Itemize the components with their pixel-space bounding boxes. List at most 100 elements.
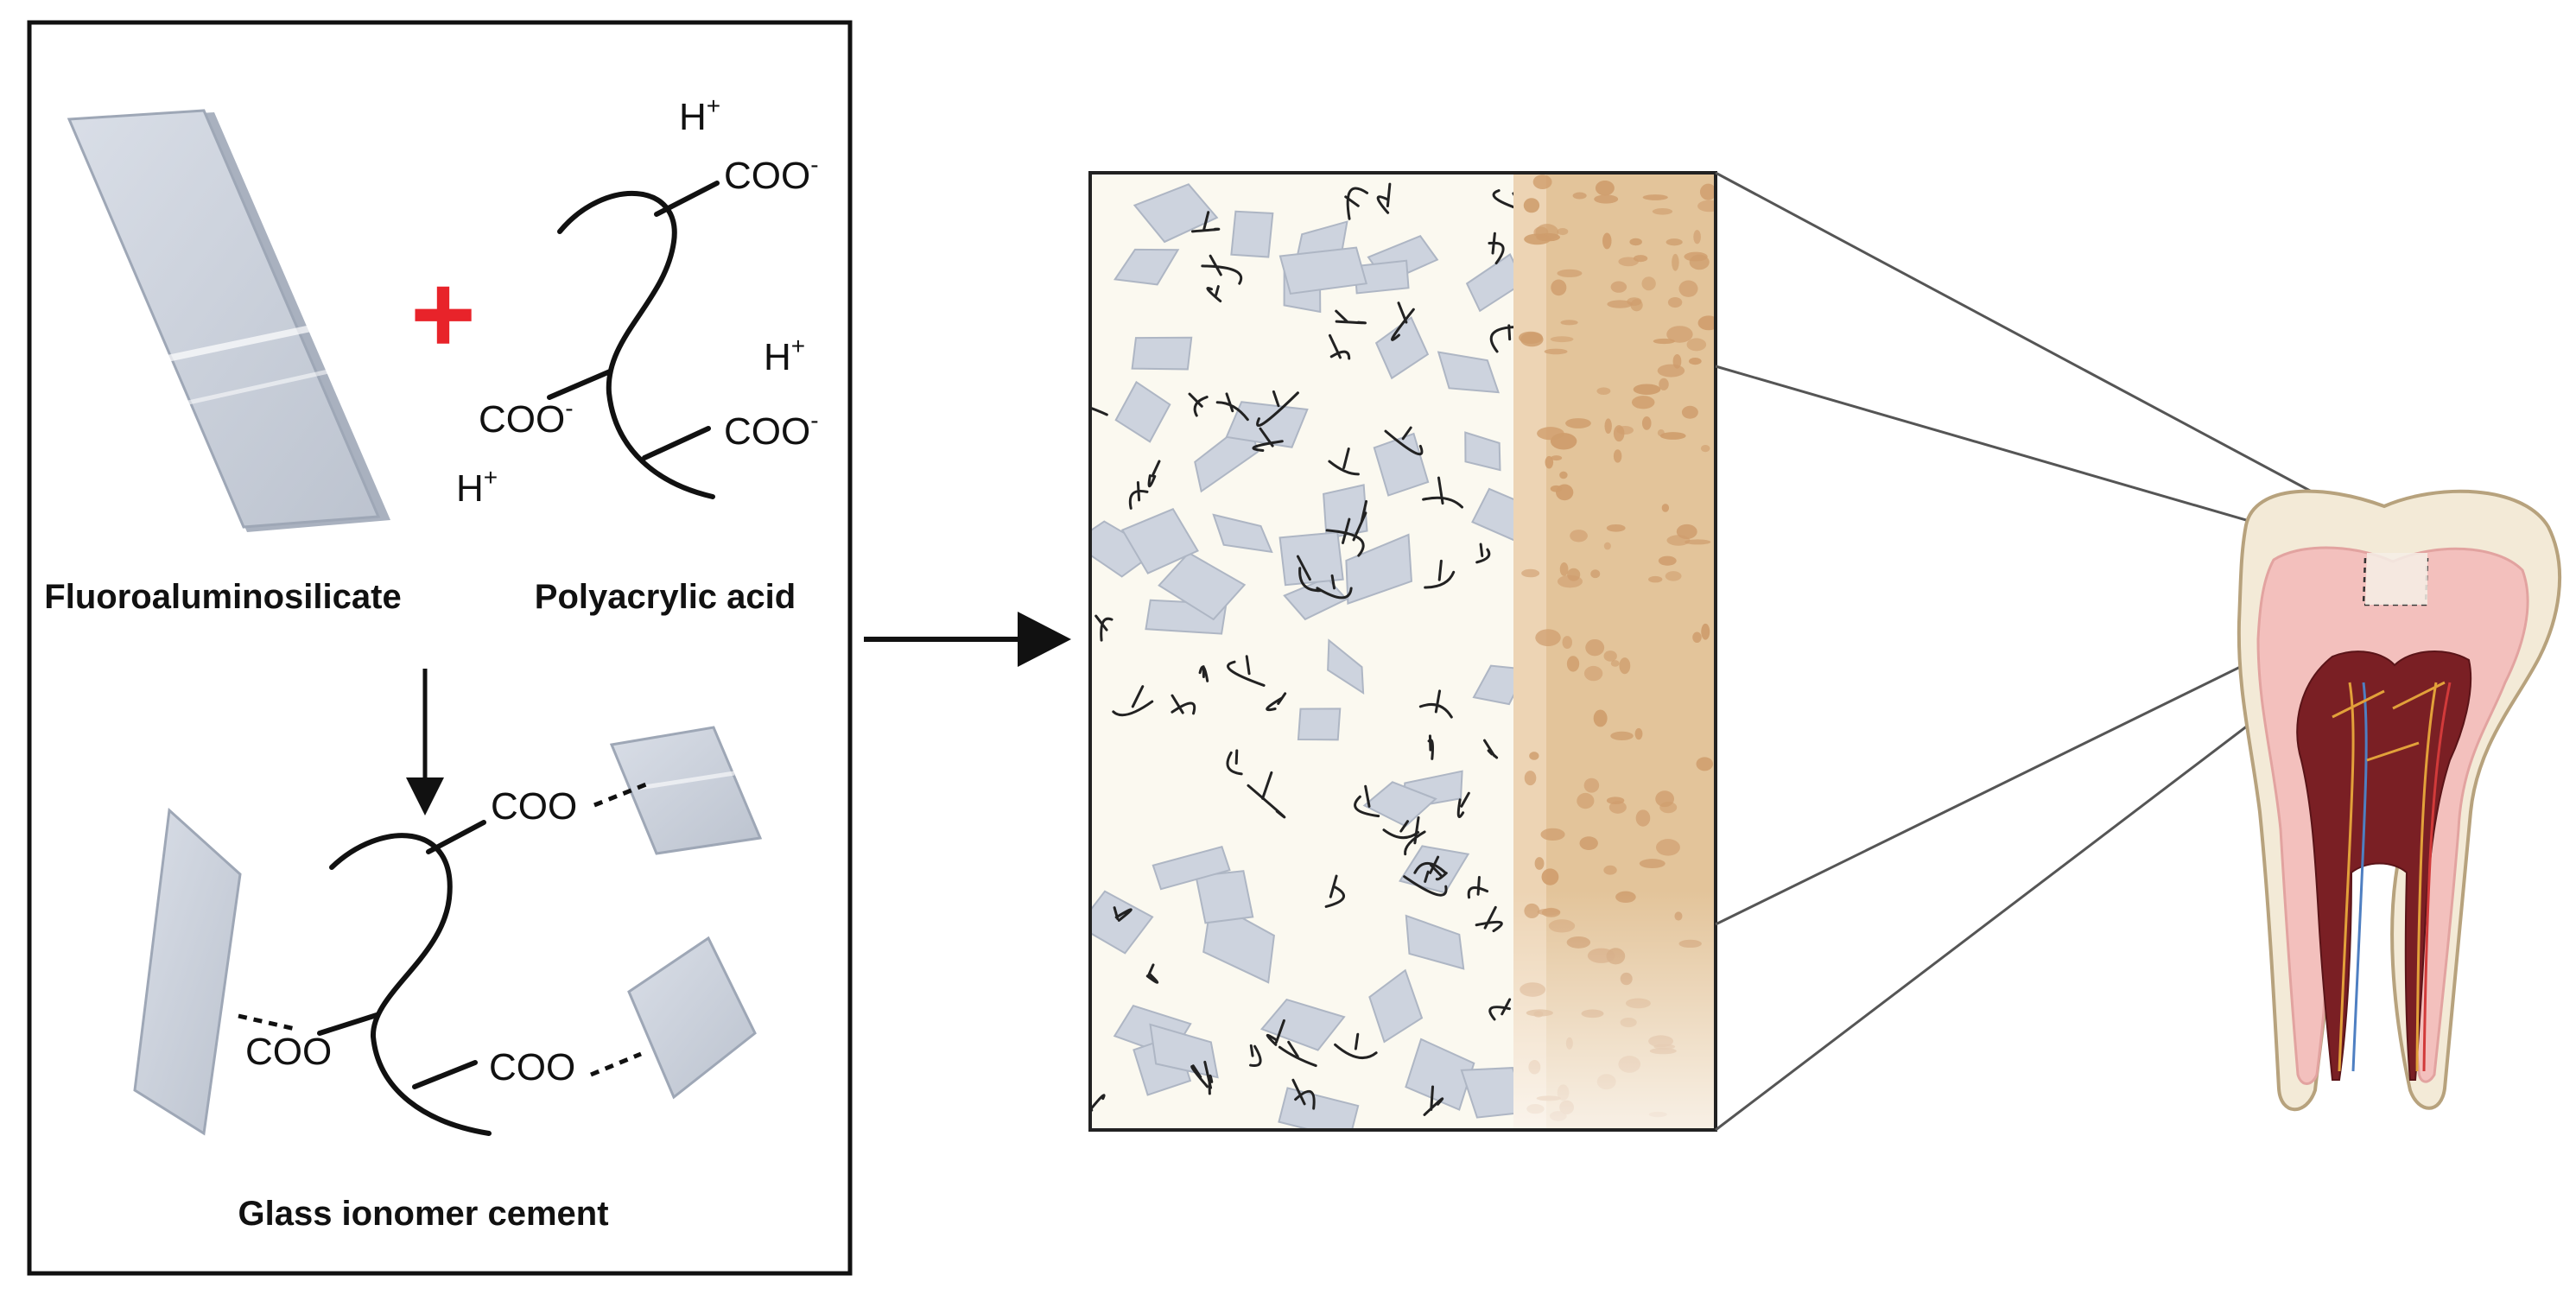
polymer-fragment	[1456, 791, 1470, 818]
glass-flake	[1114, 380, 1171, 443]
polymer-fragment	[1190, 1064, 1209, 1088]
h-plus-right: H+	[764, 333, 805, 378]
polymer-fragment	[1467, 875, 1489, 899]
polymer-fragment	[1391, 301, 1415, 341]
label-fluoroaluminosilicate: Fluoroaluminosilicate	[44, 578, 401, 616]
polymer-fragment	[1291, 1078, 1316, 1110]
plus-symbol: +	[410, 251, 476, 377]
polymer-fragment	[1376, 182, 1392, 214]
ionic-crosslinks	[238, 782, 647, 1077]
carboxylate-top: COO-	[724, 151, 819, 197]
polymer-fragment	[1147, 460, 1161, 488]
polymer-fragment	[1328, 333, 1351, 360]
polymer-fragment	[1475, 905, 1503, 933]
glass-flake	[1437, 351, 1500, 394]
polymer-chain-icon	[317, 820, 492, 1136]
polymer-fragment	[1266, 1019, 1285, 1046]
glass-flake	[1131, 336, 1193, 371]
carboxylate-bonded-top: COO	[491, 785, 577, 828]
polymer-fragment	[1090, 406, 1108, 416]
polymer-fragment	[1427, 734, 1434, 760]
carboxylate-bonded-left: COO	[245, 1031, 332, 1073]
polymer-fragment	[1483, 739, 1499, 759]
polymer-fragment	[1325, 517, 1365, 557]
glass-flake	[1283, 576, 1348, 621]
polymer-fragment	[1278, 1040, 1317, 1068]
glass-flake	[1373, 432, 1430, 497]
glass-flake	[1278, 1087, 1360, 1130]
glass-flake	[1345, 533, 1413, 605]
magnified-section-frame	[1088, 171, 1717, 1132]
polymer-fragment	[1423, 1085, 1444, 1116]
polymer-fragment	[1247, 771, 1286, 819]
polymer-fragment	[1112, 685, 1154, 717]
polymer-fragment	[1252, 427, 1284, 453]
polymer-fragment	[1215, 392, 1249, 422]
h-plus-top: H+	[679, 92, 720, 138]
polymer-fragment	[1335, 309, 1367, 325]
glass-flake	[1133, 183, 1219, 244]
tooth-structure-layer	[1513, 173, 1716, 1130]
polymer-fragment	[1190, 211, 1221, 233]
glass-flake	[1368, 968, 1424, 1044]
polymer-fragment	[1145, 963, 1159, 984]
blood-vessels	[2332, 681, 2452, 1072]
glass-flake	[1230, 210, 1274, 258]
label-polyacrylic-acid: Polyacrylic acid	[535, 578, 796, 616]
polymer-fragment	[1226, 749, 1243, 776]
polymer-fragment	[1227, 655, 1266, 687]
glass-flake	[1212, 513, 1273, 554]
carboxylate-right: COO-	[724, 407, 819, 453]
polymer-fragment	[1413, 855, 1447, 875]
magnified-section	[1088, 171, 1717, 1132]
polymer-fragment	[1475, 543, 1491, 564]
polymer-fragment	[1422, 476, 1463, 509]
arrow-down-icon	[406, 669, 444, 816]
polymer-fragment	[1113, 906, 1133, 922]
polymer-fragment	[1488, 998, 1512, 1021]
glass-particle-icon	[67, 109, 390, 532]
polymer-fragment	[1384, 426, 1424, 456]
glass-flake	[1120, 508, 1199, 574]
glass-flake	[1225, 401, 1309, 448]
glass-flake	[1113, 248, 1180, 286]
glass-flake	[1158, 551, 1247, 621]
carboxylate-left: COO-	[479, 395, 574, 441]
h-plus-left: H+	[456, 464, 498, 510]
polymer-fragment	[1488, 232, 1505, 265]
polymer-fragment	[1266, 692, 1287, 712]
glass-flake	[1149, 1023, 1219, 1079]
glass-flake	[1259, 998, 1346, 1051]
polymer-fragment	[1256, 390, 1299, 428]
polymer-fragment	[1206, 285, 1222, 303]
polymer-fragment	[1404, 816, 1426, 856]
polymer-fragment	[1424, 559, 1456, 589]
polymer-fragment	[1418, 689, 1453, 719]
arrow-right-icon	[864, 612, 1071, 667]
polymer-fragment	[1203, 1060, 1214, 1095]
polymer-fragment	[1128, 481, 1149, 510]
polymer-chain-icon	[547, 181, 720, 499]
carboxylate-bonded-right: COO	[489, 1046, 575, 1088]
glass-flake	[1278, 246, 1367, 295]
polymer-fragment	[1334, 1032, 1378, 1060]
polyacrylic-acid-groups: H+ COO- H+ COO- COO- H+	[456, 92, 819, 510]
polymer-fragment	[1249, 1044, 1262, 1068]
polymer-fragment	[1171, 694, 1196, 715]
glass-flake	[1195, 870, 1254, 924]
glass-particle-icon	[133, 807, 242, 1136]
glass-particle-icon	[627, 936, 757, 1100]
glass-flake	[1278, 531, 1344, 587]
product-glass-particles	[133, 726, 763, 1136]
reaction-panel: + H+ COO- H+ COO- COO- H+ Fluoroaluminos…	[27, 20, 853, 1276]
polymer-fragment	[1344, 187, 1369, 220]
glass-flake	[1152, 845, 1231, 891]
polymer-fragment	[1316, 574, 1353, 600]
polymer-fragment	[1094, 614, 1114, 642]
glass-flake	[1090, 890, 1154, 955]
glass-flake	[1464, 431, 1501, 472]
polymer-fragment	[1198, 665, 1209, 682]
polymer-fragment	[1403, 870, 1448, 897]
tooth-icon	[2237, 489, 2562, 1112]
